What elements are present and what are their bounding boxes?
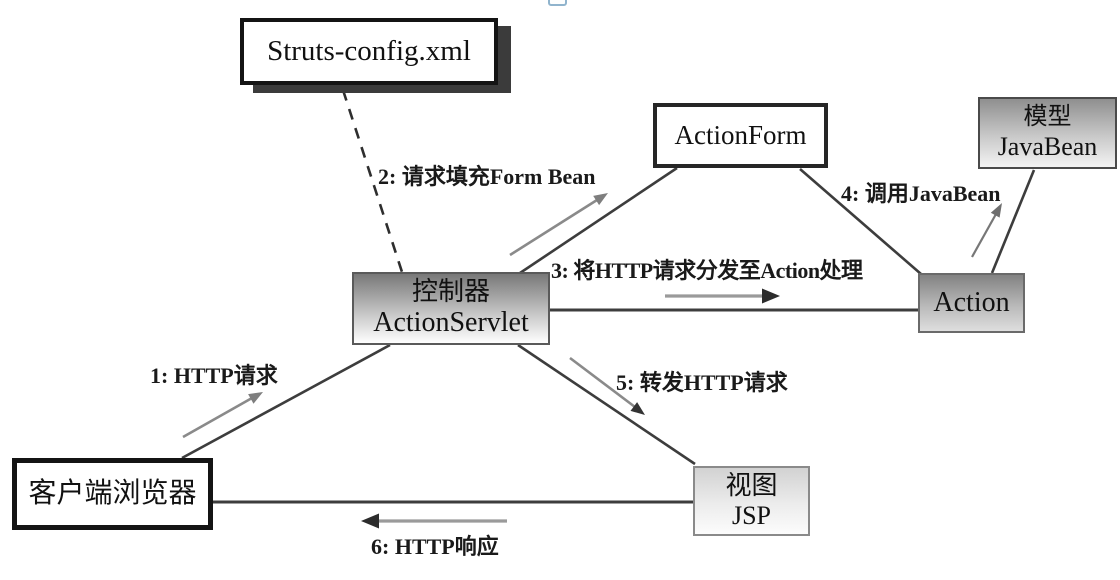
node-label-line2: ActionServlet xyxy=(373,307,529,339)
step1-http-request-label: 1: HTTP请求 xyxy=(150,363,278,388)
step5-forward-http-request-label: 5: 转发HTTP请求 xyxy=(616,370,788,395)
step3-dispatch-to-action-label: 3: 将HTTP请求分发至Action处理 xyxy=(551,258,863,283)
arrow-step2 xyxy=(509,193,608,257)
step2-fill-form-bean-label: 2: 请求填充Form Bean xyxy=(378,164,596,189)
arrow-step5 xyxy=(569,356,645,415)
step6-http-response-label: 6: HTTP响应 xyxy=(371,534,499,559)
node-label-line1: 控制器 xyxy=(411,277,490,307)
node-controller-actionservlet: 控制器 ActionServlet xyxy=(352,272,550,345)
arrow-step4 xyxy=(971,203,1002,258)
node-label: ActionForm xyxy=(674,119,807,150)
blue-square-icon xyxy=(548,0,567,6)
arrowhead-icon xyxy=(762,288,780,304)
node-label-line2: JavaBean xyxy=(997,131,1098,161)
arrow-step1 xyxy=(182,392,263,439)
node-label-line2: JSP xyxy=(731,501,772,530)
arrow-step3 xyxy=(665,288,780,304)
arrowhead-icon xyxy=(248,392,263,404)
arrowhead-icon xyxy=(593,193,608,206)
node-label-line1: 视图 xyxy=(725,471,778,501)
edge-servlet-to-form xyxy=(519,166,678,275)
arrowhead-icon xyxy=(361,513,379,529)
node-model-javabean: 模型 JavaBean xyxy=(978,97,1117,169)
edge-browser-to-servlet xyxy=(181,343,391,460)
node-struts-config-xml: Struts-config.xml xyxy=(240,18,498,85)
node-action: Action xyxy=(918,273,1025,333)
node-client-browser: 客户端浏览器 xyxy=(12,458,213,530)
node-view-jsp: 视图 JSP xyxy=(693,466,810,536)
edge-form-to-action xyxy=(799,168,922,275)
node-label-line1: 模型 xyxy=(1023,104,1072,131)
node-action-form: ActionForm xyxy=(653,103,828,168)
edge-servlet-to-jsp xyxy=(517,343,696,466)
edge-action-to-javabean xyxy=(990,169,1036,274)
arrowhead-icon xyxy=(630,402,645,415)
node-label: 客户端浏览器 xyxy=(28,477,197,509)
step4-call-javabean-label: 4: 调用JavaBean xyxy=(841,181,1001,206)
arrowhead-icon xyxy=(990,203,1002,218)
node-label: Action xyxy=(933,286,1010,318)
arrow-step6 xyxy=(361,513,507,529)
node-label: Struts-config.xml xyxy=(267,34,471,67)
